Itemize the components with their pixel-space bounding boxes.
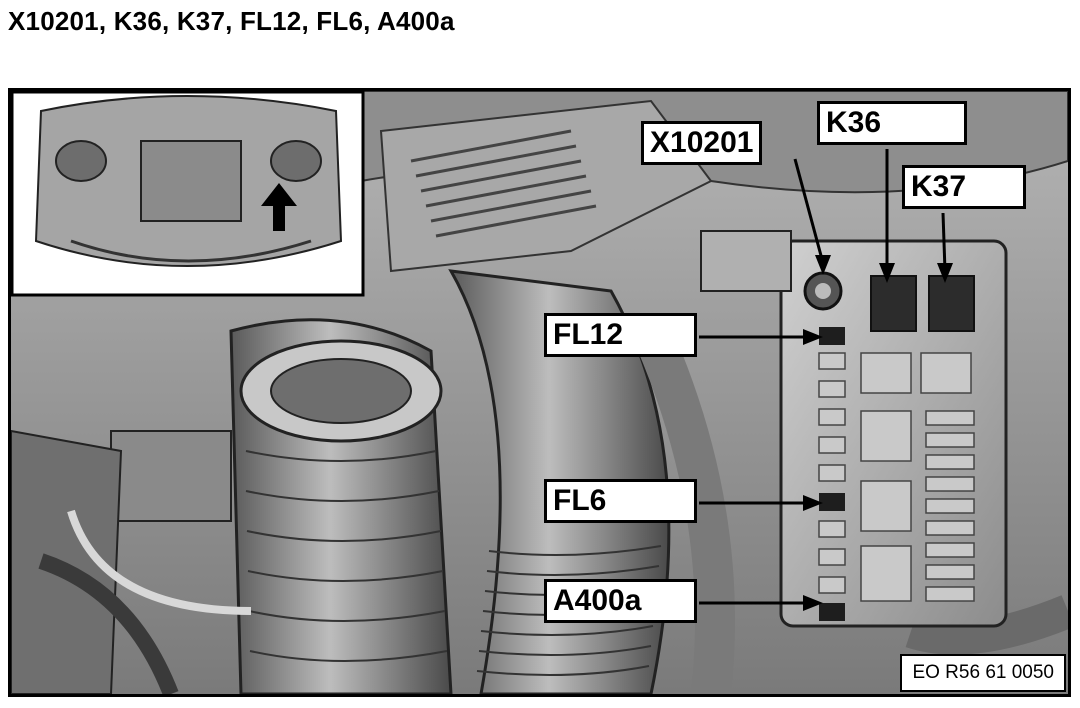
page-title: X10201, K36, K37, FL12, FL6, A400a <box>8 6 455 36</box>
engine-bay-drawing <box>11 91 1068 694</box>
callout-x10201: X10201 <box>641 121 763 165</box>
callout-a400a: A400a <box>544 579 697 623</box>
figure-code: EO R56 61 0050 <box>900 654 1066 692</box>
callout-k37: K37 <box>902 165 1026 209</box>
engine-bay-illustration: X10201 K36 K37 FL12 FL6 A400a EO R56 61 … <box>8 88 1071 697</box>
overview-inset <box>11 91 365 297</box>
arrow-up-icon <box>261 183 297 231</box>
callout-fl12: FL12 <box>544 313 697 357</box>
callout-k36: K36 <box>817 101 967 145</box>
callout-fl6: FL6 <box>544 479 697 523</box>
